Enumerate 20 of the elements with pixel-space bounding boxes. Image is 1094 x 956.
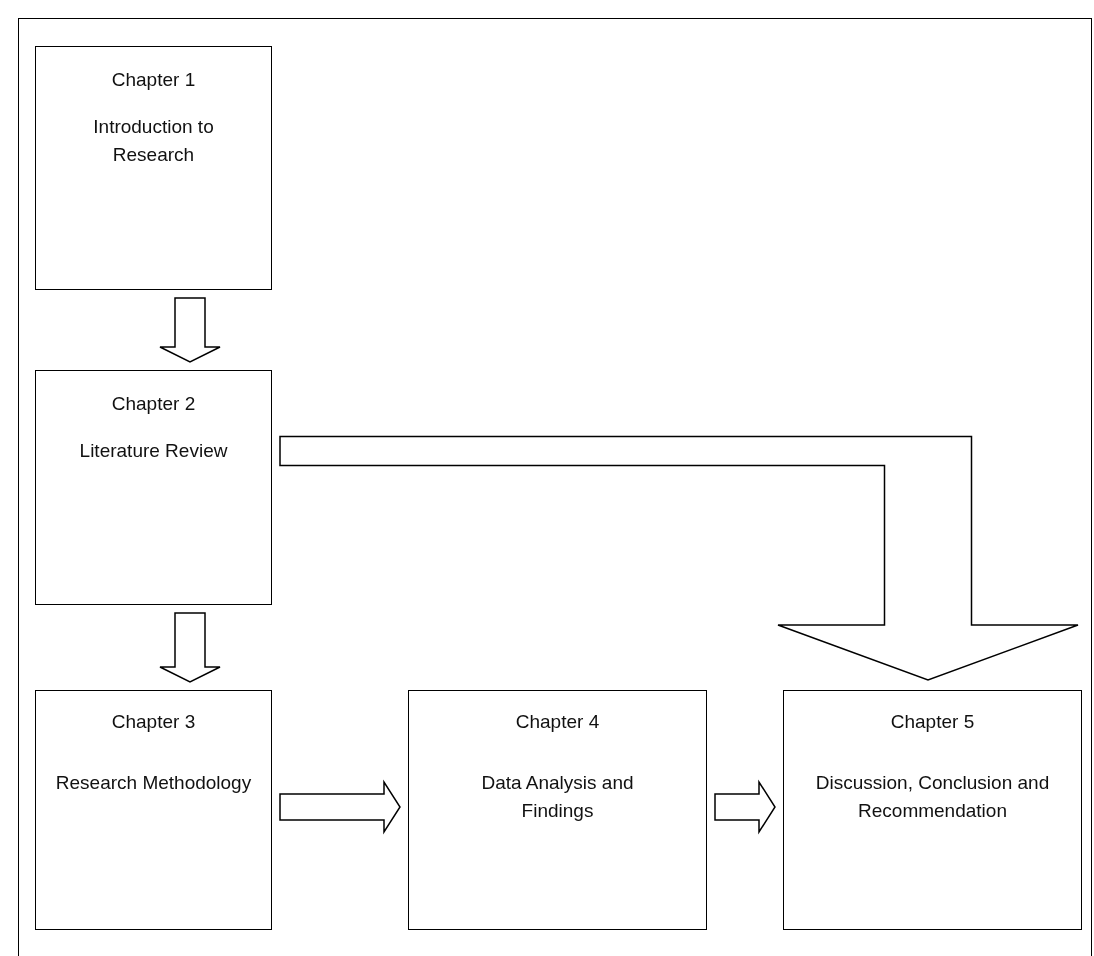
chapter-title: Data Analysis and Findings — [480, 771, 635, 823]
chapter-title: Discussion, Conclusion and Recommendation — [814, 771, 1051, 823]
chapter-heading: Chapter 3 — [111, 711, 196, 733]
block-arrow — [159, 297, 221, 363]
chapter-box — [35, 370, 272, 605]
block-arrow — [159, 612, 221, 683]
chapter-heading: Chapter 5 — [890, 711, 975, 733]
chapter-box — [35, 690, 272, 930]
chapter-box — [408, 690, 707, 930]
chapter-box — [783, 690, 1082, 930]
chapter-box — [35, 46, 272, 290]
chapter-title: Literature Review — [79, 439, 228, 463]
block-arrow — [279, 435, 1079, 681]
chapter-title: Research Methodology — [55, 771, 252, 795]
block-arrow — [714, 779, 776, 835]
chapter-title: Introduction to Research — [92, 115, 215, 167]
chapter-heading: Chapter 1 — [111, 69, 196, 91]
chapter-heading: Chapter 4 — [515, 711, 600, 733]
block-arrow — [279, 779, 401, 835]
chapter-heading: Chapter 2 — [111, 393, 196, 415]
